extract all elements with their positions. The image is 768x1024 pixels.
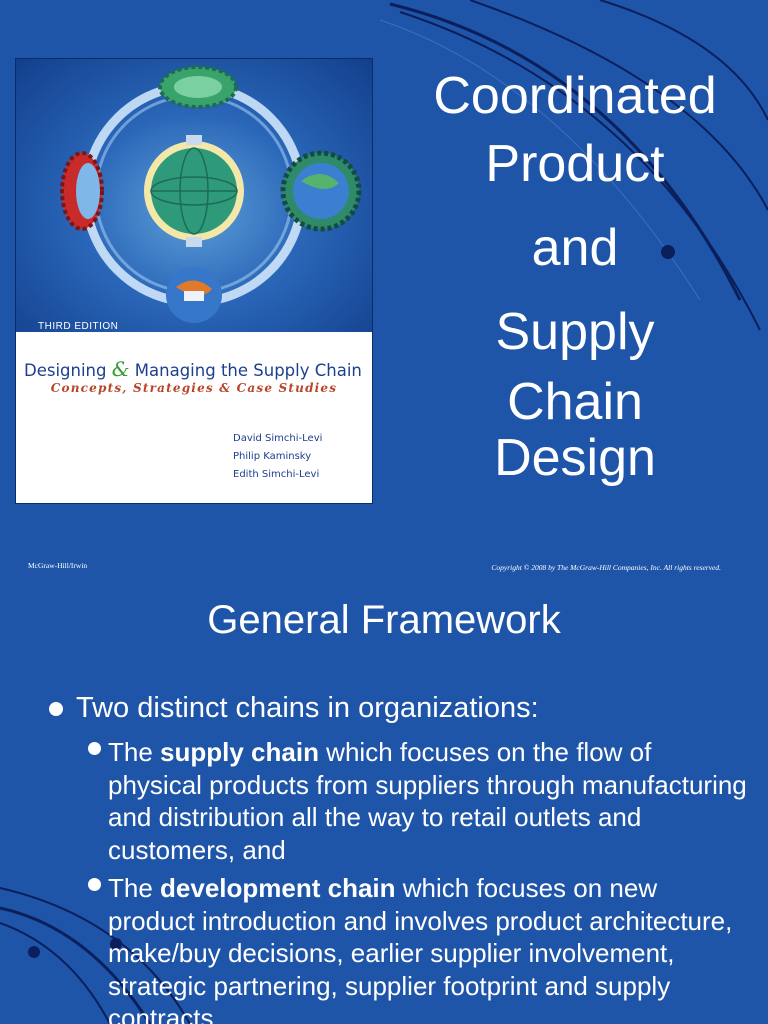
author-name: Edith Simchi-Levi bbox=[233, 469, 320, 480]
book-title-ampersand: & bbox=[111, 357, 130, 381]
book-title-part2: Managing the Supply Chain bbox=[129, 361, 362, 380]
book-cover-art bbox=[16, 59, 372, 332]
copyright-footer: Copyright © 2008 by The McGraw-Hill Comp… bbox=[491, 563, 721, 572]
title-line: Product bbox=[485, 135, 665, 193]
title-line: Chain bbox=[507, 373, 643, 431]
sub-bullet-text: which focuses on new product introductio… bbox=[108, 873, 733, 1024]
sub-bullet-dot bbox=[88, 878, 101, 891]
title-line: and bbox=[531, 219, 619, 277]
bullet-dot bbox=[49, 702, 63, 716]
sub-bullet-term: supply chain bbox=[160, 737, 319, 767]
author-name: David Simchi-Levi bbox=[233, 433, 323, 444]
book-title-part1: Designing bbox=[24, 361, 112, 380]
book-subtitle: Concepts, Strategies & Case Studies bbox=[50, 381, 338, 395]
sub-bullet-term: development chain bbox=[160, 873, 396, 903]
sub-bullet-prefix: The bbox=[108, 737, 161, 767]
bullet-text: Two distinct chains in organizations: bbox=[76, 692, 539, 724]
sub-bullet-text: which focuses on the flow of physical pr… bbox=[108, 737, 747, 865]
book-cover: THIRD EDITION Designing & Managing the S… bbox=[15, 58, 373, 504]
slide-title: General Framework bbox=[207, 598, 561, 642]
title-line: Coordinated bbox=[433, 67, 717, 125]
sub-bullet-prefix: The bbox=[108, 873, 161, 903]
sub-bullet-dot bbox=[88, 742, 101, 755]
decorative-dot bbox=[28, 946, 40, 958]
publisher-footer: McGraw-Hill/Irwin bbox=[28, 561, 88, 570]
author-name: Philip Kaminsky bbox=[233, 451, 312, 462]
title-slide: THIRD EDITION Designing & Managing the S… bbox=[15, 0, 768, 572]
sub-bullet-development-chain: The development chain which focuses on n… bbox=[108, 872, 748, 1024]
book-title: Designing & Managing the Supply Chain bbox=[24, 357, 368, 381]
title-line: Design bbox=[494, 429, 656, 487]
book-authors: David Simchi-Levi Philip Kaminsky Edith … bbox=[233, 430, 322, 484]
book-edition: THIRD EDITION bbox=[38, 321, 119, 332]
framework-slide: General Framework Two distinct chains in… bbox=[0, 578, 768, 1024]
slide-title: Coordinated Product and Supply Chain Des… bbox=[385, 70, 765, 488]
title-line: Supply bbox=[495, 303, 655, 361]
globe-gears-illustration bbox=[60, 65, 362, 323]
sub-bullet-supply-chain: The supply chain which focuses on the fl… bbox=[108, 736, 748, 866]
